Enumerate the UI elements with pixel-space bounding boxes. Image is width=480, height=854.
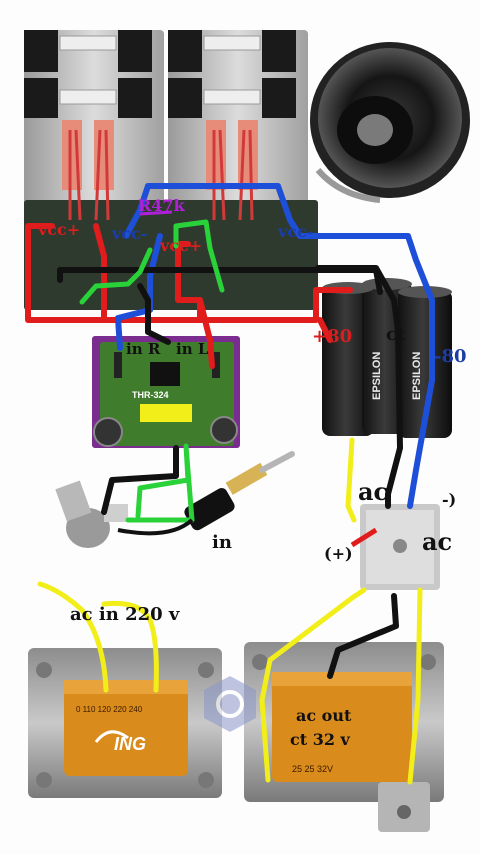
transformer-primary	[28, 648, 222, 798]
preamp-board	[92, 336, 240, 448]
label-r47k: R47k	[138, 196, 185, 215]
label-ac-out: ac out	[296, 706, 352, 725]
transformer-brand: ING	[114, 734, 146, 754]
watermark-logo	[204, 676, 256, 732]
wire-yellow-ac-secondary	[259, 437, 423, 785]
wire-yellow-ac-primary	[37, 581, 159, 693]
label-ct-32v: ct 32 v	[290, 730, 350, 749]
wire-red-bridge	[350, 527, 378, 548]
label-minus80: -80	[434, 346, 467, 367]
label-minus-bracket: -)	[442, 490, 457, 509]
audio-jack	[184, 451, 295, 531]
volume-potentiometer	[55, 480, 128, 548]
transformer-secondary	[244, 642, 444, 832]
wire-red-vcc-plus	[25, 223, 353, 369]
amplifier-board-left	[24, 30, 174, 310]
label-in-l: in L	[176, 340, 209, 358]
wire-jack-cable	[117, 518, 194, 536]
preamp-model: THR-324	[132, 390, 169, 400]
label-vcc-minus-left: vcc-	[112, 224, 148, 243]
bridge-rectifier	[360, 504, 440, 590]
wire-green-signal	[79, 219, 225, 523]
cap-brand-2: EPSILON	[411, 352, 423, 400]
label-vcc-plus-center: vcc+	[160, 236, 203, 255]
speaker	[310, 42, 470, 203]
label-in: in	[212, 532, 232, 553]
transformer-taps: 0 110 120 220 240	[76, 705, 143, 714]
label-vcc-minus-right: vcc-	[278, 222, 314, 241]
wire-r47k	[139, 210, 173, 216]
label-ac-right: ac	[422, 527, 453, 556]
cap-brand-1: EPSILON	[371, 352, 383, 400]
label-plus80: +80	[312, 326, 353, 347]
secondary-taps: 25 25 32V	[292, 764, 333, 774]
label-in-r: in R	[126, 340, 161, 358]
label-ac-top: ac	[358, 477, 389, 506]
label-vcc-plus-left: vcc+	[38, 220, 81, 239]
amplifier-board-right	[168, 30, 318, 310]
wire-black-ground	[57, 265, 403, 679]
label-ct: ct	[386, 324, 406, 345]
label-plus-paren: (+)	[324, 544, 353, 563]
label-ac-in-220v: ac in 220 v	[70, 604, 180, 625]
